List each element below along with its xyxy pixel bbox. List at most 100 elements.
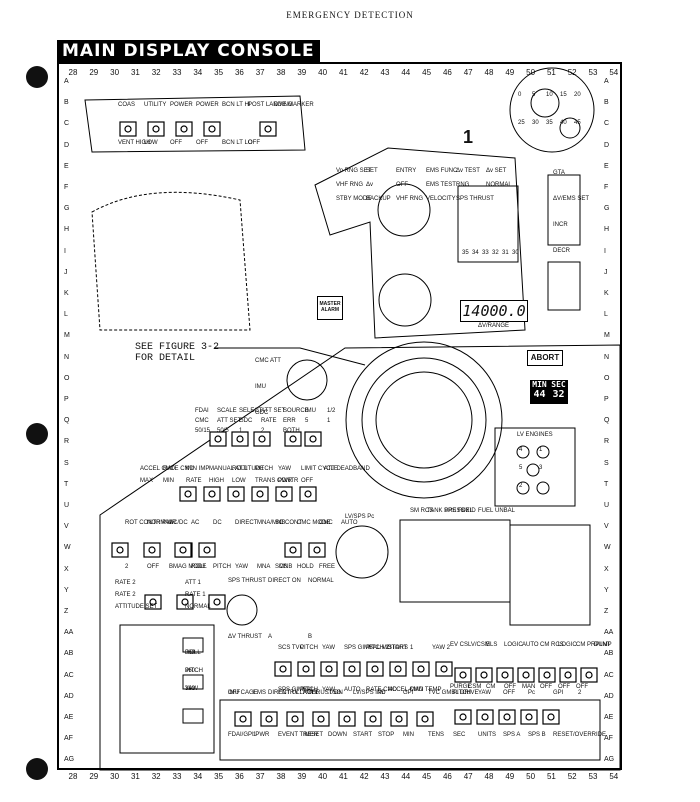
bottom-row-label: TENS [428, 732, 445, 738]
toggle-lever [480, 671, 488, 679]
binder-hole [26, 66, 48, 88]
toggle-lever [289, 546, 297, 554]
utility-label: OFF [248, 140, 260, 146]
els-label: LOGIC [558, 642, 577, 648]
toggle-lever [417, 665, 425, 673]
row-tick: AE [64, 714, 74, 721]
els-label: DUMP [594, 642, 612, 648]
toggle-lever [203, 546, 211, 554]
utility-label: VENT HIGH [118, 140, 151, 146]
bottom-row-label: MIN [403, 732, 414, 738]
els-label: MAN [522, 684, 536, 690]
manual-attitude-label: RATE [186, 478, 202, 484]
toggle-lever [149, 598, 157, 606]
column-tick: 52 [567, 772, 577, 781]
sps-thrust-label: DIRECT ON [268, 578, 301, 584]
row-tick: X [604, 565, 609, 573]
bottom-row-label: STOP [378, 732, 395, 738]
fdai-label: 5 [305, 418, 309, 424]
row-tick: T [64, 480, 69, 488]
row-tick: Z [604, 608, 609, 615]
row-tick: B [64, 99, 69, 107]
sps-gimbal-label: ACCEL CMD [388, 687, 424, 693]
rot-contr-label: MNB [279, 564, 293, 570]
rate-att-label: RATE 2 [115, 580, 136, 586]
bottom-row-label: TVC GMBL DRIVE [428, 690, 479, 696]
manual-attitude-label: LOW [232, 478, 246, 484]
lv-engines-label: LV ENGINES [517, 432, 553, 438]
row-tick: G [604, 205, 610, 213]
rot-contr-label: PITCH [213, 564, 231, 570]
sps-thrust-label: B [308, 634, 313, 640]
row-tick: L [64, 311, 68, 319]
els-label: CSM [468, 684, 482, 690]
column-tick: 52 [567, 68, 577, 77]
row-tick: K [64, 290, 69, 297]
row-tick: E [64, 162, 69, 170]
toggle-lever [348, 665, 356, 673]
manual-attitude-label: RATE CMD [163, 466, 194, 472]
column-tick: 29 [89, 68, 99, 77]
fdai-label: CMC [195, 418, 209, 424]
bottom-row-label: PITCH [453, 690, 471, 696]
toggle-lever [343, 715, 351, 723]
callout-number: 1 [463, 127, 474, 147]
toggle-lever [394, 665, 402, 673]
sps-gimbal-label: SPS GIMBAL MOTORS [344, 645, 409, 651]
row-tick: R [64, 438, 70, 446]
bottom-row-label: START [353, 732, 373, 738]
bottom-row-label: EMS [253, 690, 267, 696]
timer-min-value: 44 [533, 389, 546, 400]
utility-label: POWER [170, 102, 193, 108]
tank-press-label: OXID [461, 508, 476, 514]
toggle-lever [313, 546, 321, 554]
row-tick: AF [64, 735, 73, 743]
rot-contr-label: 2 [125, 564, 129, 570]
row-tick: N [64, 353, 70, 361]
els-label: CM RCS [540, 642, 564, 648]
rot-contr-label: MNA/MNB [257, 520, 286, 526]
rot-contr-label: OFF [147, 564, 159, 570]
ems-label: SET [366, 168, 378, 174]
utility-label: OFF [170, 140, 182, 146]
bottom-row-label: SPS B [528, 732, 546, 738]
row-tick: Y [64, 586, 69, 594]
timer-sec-label: SEC [551, 380, 566, 389]
rot-contr-label: NORMAL [147, 520, 173, 526]
row-tick: I [64, 247, 66, 255]
toggle-lever [264, 125, 272, 133]
toggle-lever [291, 715, 299, 723]
bottom-row-label: IMU CAGE [228, 690, 258, 696]
els-label: EV CS [450, 642, 469, 648]
column-tick: 30 [110, 772, 120, 781]
toggle-lever [208, 125, 216, 133]
ems-label: NORMAL [486, 182, 512, 188]
toggle-lever [124, 125, 132, 133]
row-tick: Q [604, 417, 610, 425]
master-alarm-button[interactable]: MASTER ALARM [317, 296, 343, 320]
row-tick: V [64, 523, 69, 531]
gauge-scale-label: 25 [518, 120, 525, 126]
toggle-lever [181, 598, 189, 606]
fdai-label: RATE [261, 418, 277, 424]
row-tick: V [604, 523, 609, 531]
abort-button[interactable]: ABORT [527, 350, 563, 366]
row-tick: B [604, 99, 609, 107]
rot-contr-label: AC [191, 520, 200, 526]
sps-gimbal-label: PITCH [300, 687, 318, 693]
row-tick: H [604, 226, 610, 234]
column-tick: 53 [588, 68, 598, 77]
rate-att-label: NORMAL [185, 604, 211, 610]
gta-label: ΔV/EMS SET [553, 196, 590, 202]
velocity-scale: 30 [512, 250, 519, 256]
toggle-lever [302, 665, 310, 673]
row-tick: Q [64, 417, 70, 425]
column-tick: 37 [255, 68, 265, 77]
ems-label: VHF RNG [396, 196, 423, 202]
toggle-lever [503, 713, 511, 721]
column-tick: 46 [442, 68, 452, 77]
row-tick: A [604, 78, 609, 85]
row-tick: X [64, 565, 69, 573]
velocity-scale: 34 [472, 250, 479, 256]
